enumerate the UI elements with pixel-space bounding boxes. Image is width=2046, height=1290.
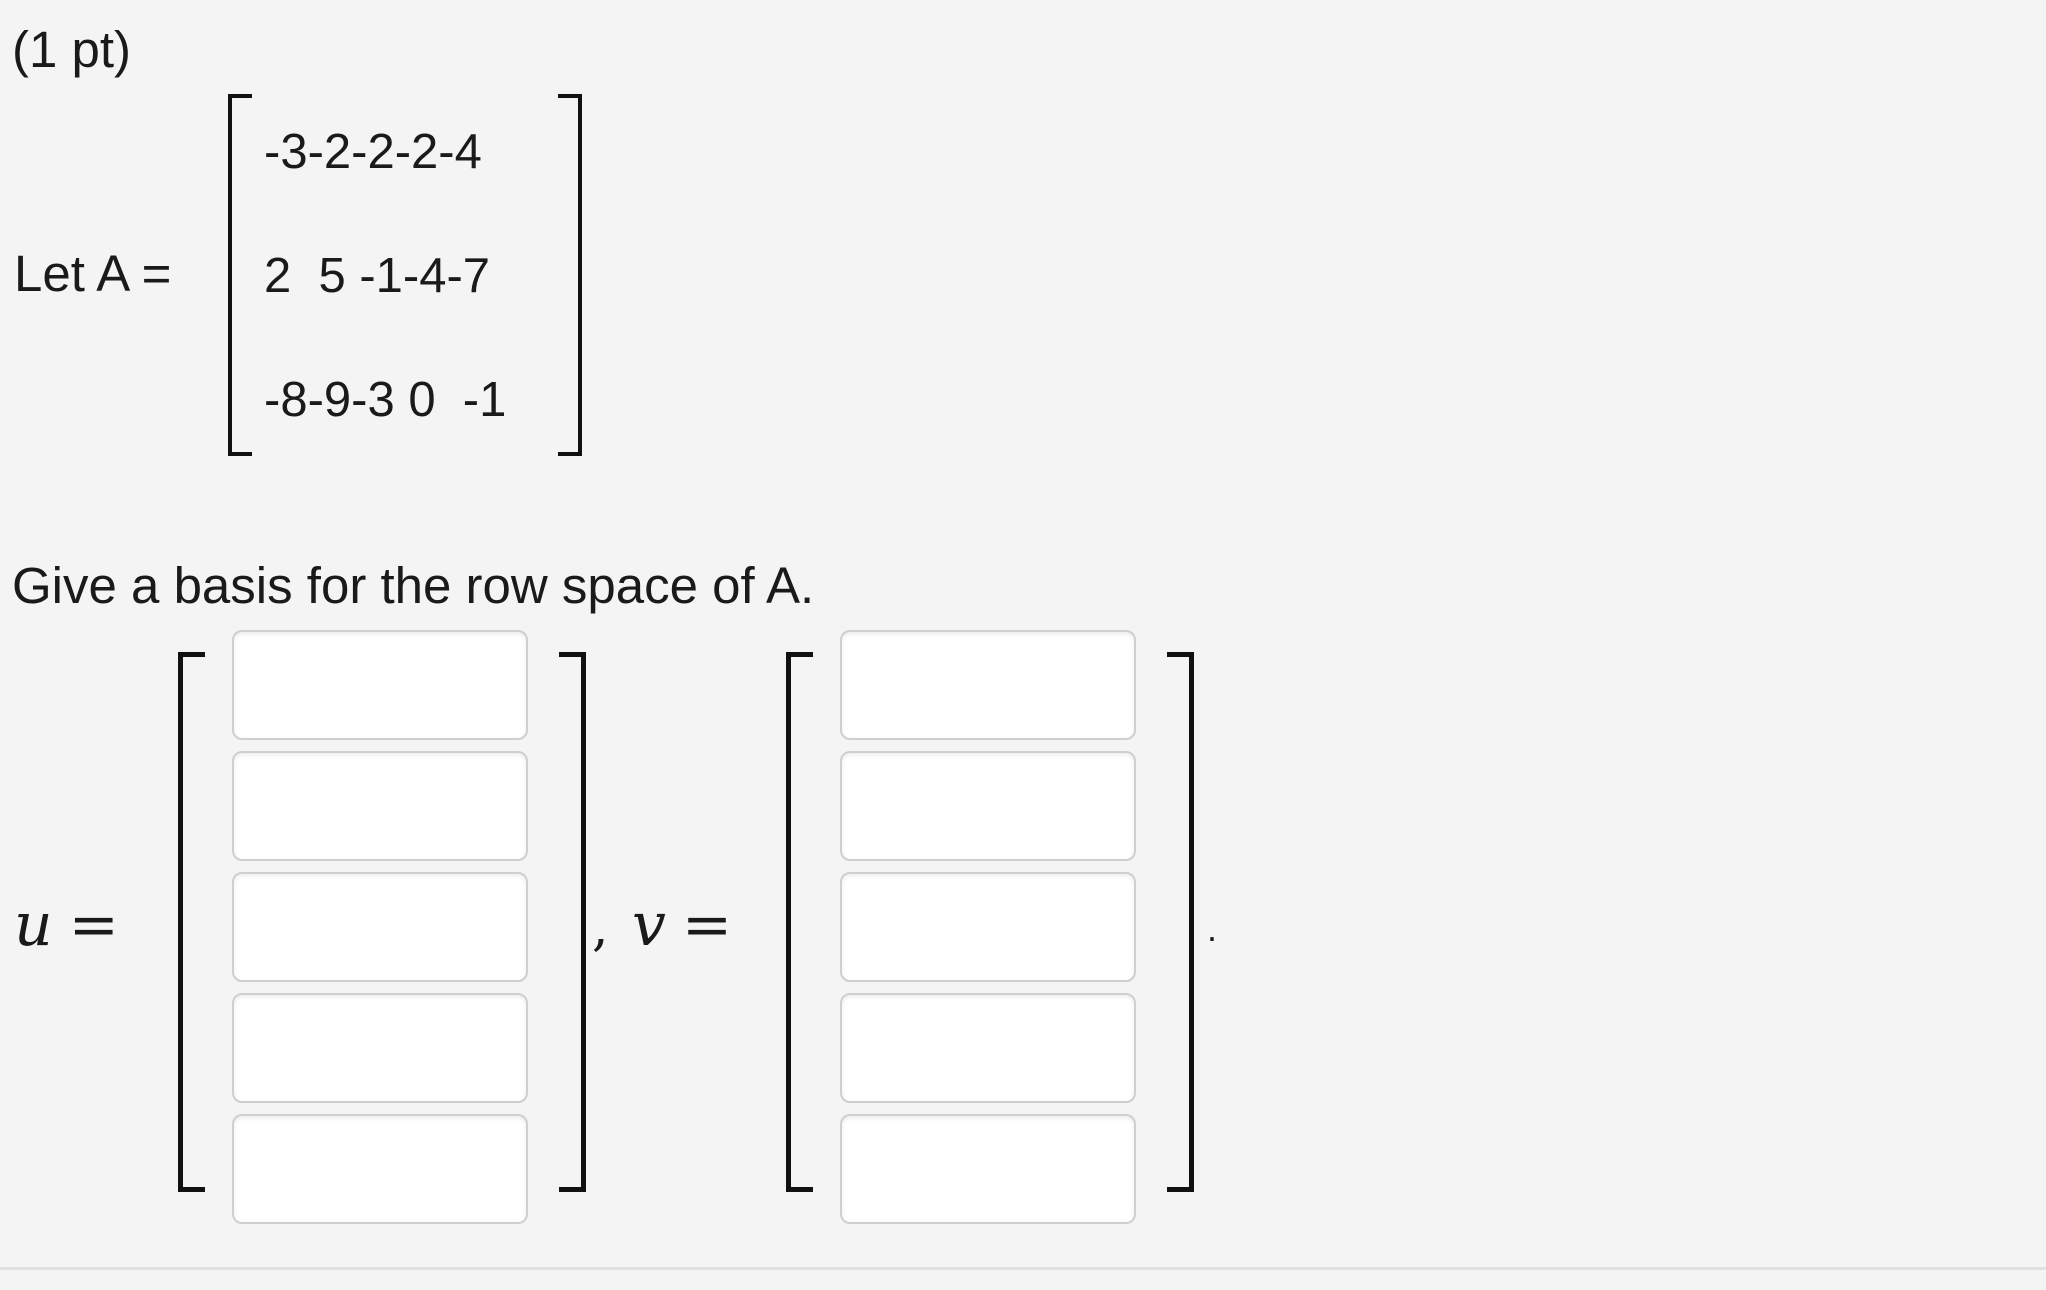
question-text: Give a basis for the row space of A.	[12, 557, 815, 614]
u-label: u=	[14, 890, 119, 960]
v-left-bracket	[786, 652, 813, 1192]
v-input-2[interactable]	[840, 751, 1136, 861]
u-input-1[interactable]	[232, 630, 528, 740]
v-input-4[interactable]	[840, 993, 1136, 1103]
u-vector	[178, 630, 586, 1224]
matrix-a: -3-2-2-2-4 2 5 -1-4-7 -8-9-3 0 -1	[228, 94, 582, 456]
v-symbol: v	[632, 890, 666, 960]
matrix-right-bracket	[558, 94, 582, 456]
u-input-column	[232, 630, 528, 1235]
v-vector	[786, 630, 1194, 1224]
u-symbol: u	[14, 890, 53, 960]
u-right-bracket	[559, 652, 586, 1192]
vector-separator: ,	[592, 898, 609, 958]
u-equals-sign: =	[68, 890, 119, 960]
u-input-2[interactable]	[232, 751, 528, 861]
matrix-row-3: -8-9-3 0 -1	[264, 373, 507, 427]
v-input-1[interactable]	[840, 630, 1136, 740]
u-left-bracket	[178, 652, 205, 1192]
v-input-5[interactable]	[840, 1114, 1136, 1224]
u-input-3[interactable]	[232, 872, 528, 982]
bottom-divider	[0, 1267, 2046, 1270]
u-input-5[interactable]	[232, 1114, 528, 1224]
matrix-definition-label: Let A =	[14, 245, 172, 302]
u-input-4[interactable]	[232, 993, 528, 1103]
matrix-left-bracket	[228, 94, 252, 456]
v-right-bracket	[1167, 652, 1194, 1192]
v-equals-sign: =	[681, 890, 733, 960]
matrix-row-2: 2 5 -1-4-7	[264, 249, 491, 303]
v-input-column	[840, 630, 1136, 1235]
v-label: v=	[596, 890, 732, 960]
points-label: (1 pt)	[12, 21, 132, 78]
end-period: .	[1207, 908, 1218, 949]
v-input-3[interactable]	[840, 872, 1136, 982]
matrix-row-1: -3-2-2-2-4	[264, 125, 482, 179]
